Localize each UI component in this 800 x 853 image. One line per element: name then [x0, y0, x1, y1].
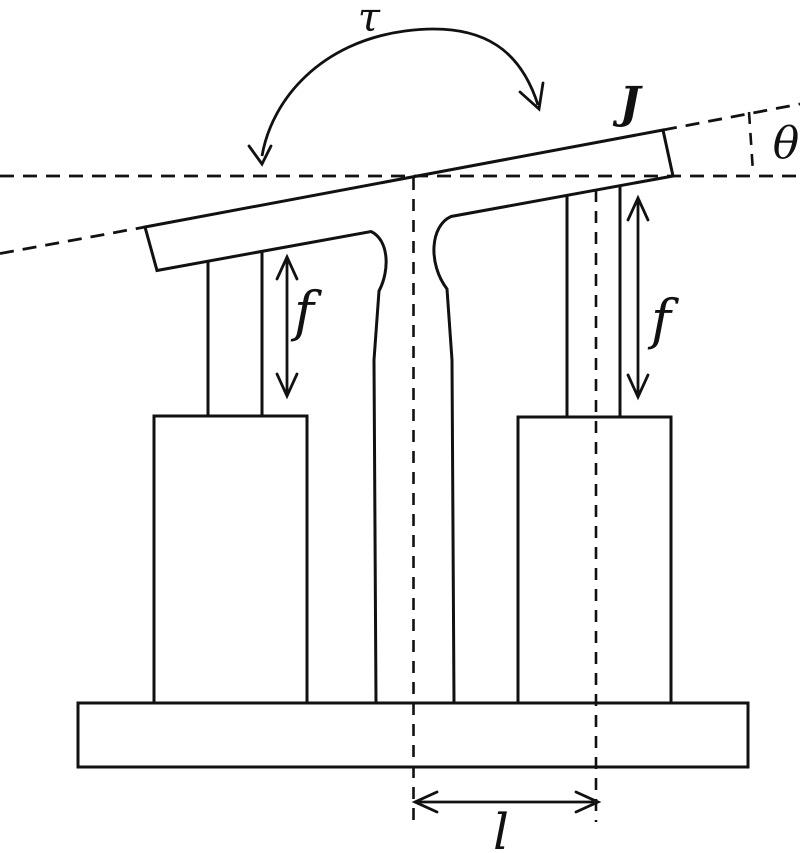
- theta-angle-tick: [747, 111, 755, 173]
- inertia-label: J: [613, 78, 644, 129]
- lever-length-label: l: [493, 803, 509, 853]
- left-force-arrowhead-down: [275, 372, 299, 400]
- right-force-arrowhead-up: [626, 194, 650, 222]
- beam-axis-extension-left: [0, 225, 146, 255]
- beam-and-pivot-column: [143, 128, 675, 705]
- torque-label: τ: [358, 0, 381, 41]
- torque-arc-arrow: [260, 27, 540, 157]
- left-force-arrowhead-up: [275, 253, 299, 281]
- right-force-arrowhead-down: [626, 373, 650, 401]
- left-cylinder: [152, 414, 309, 705]
- left-force-label: f: [290, 280, 322, 343]
- length-arrowhead-left: [411, 790, 439, 814]
- torque-arrowhead-left: [247, 144, 273, 167]
- torque-arrowhead-right: [518, 81, 545, 112]
- length-arrowhead-right: [574, 790, 602, 814]
- tilt-angle-label: θ: [773, 118, 800, 169]
- right-force-label: f: [647, 288, 679, 351]
- right-cylinder: [516, 415, 673, 705]
- beam-axis-extension-right: [662, 102, 800, 132]
